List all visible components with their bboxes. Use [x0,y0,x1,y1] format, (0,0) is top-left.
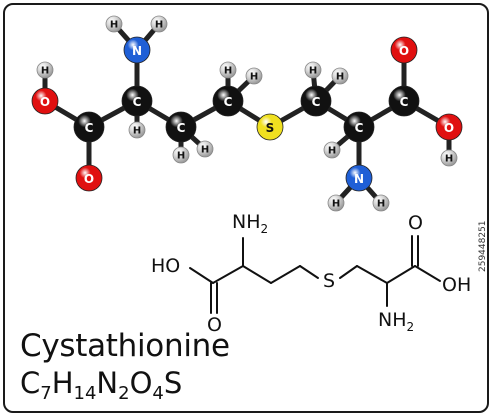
label-s-mid: S [323,270,335,292]
label-o-right: O [408,212,423,234]
atom-label: H [332,199,340,210]
atom-h-c3b: H [196,140,214,158]
molecule-name: Cystathionine [20,328,230,364]
atom-n2: N [345,164,373,192]
formula-subscript: 7 [40,383,52,404]
molecular-formula: C7H14N2O4S [20,366,182,404]
atom-label: C [400,95,409,109]
formula-element-n: N [96,366,119,400]
atom-h-n1b: H [150,15,168,33]
formula-subscript: 14 [73,383,97,404]
label-oh-right: OH [442,274,471,296]
atom-label: H [336,72,344,83]
label-nh2-bottom: NH2 [378,309,414,334]
atom-label: H [133,126,141,137]
atom-h-n2b: H [372,194,390,212]
atom-s1: S [256,113,284,141]
atom-label: O [399,44,409,58]
bond-s-c5 [339,265,358,279]
atom-label: O [84,172,94,186]
atom-c1: C [73,111,105,143]
bond-c1-c2 [212,265,244,284]
bond-c3-c4 [270,265,301,284]
atom-label: C [355,121,364,135]
atom-label: H [41,66,49,77]
atom-n1: N [123,36,151,64]
atom-o4: O [435,113,463,141]
atom-label: C [133,95,142,109]
formula-element-s: S [163,366,183,400]
atom-label: S [266,121,275,135]
atom-label: H [224,66,232,77]
atom-label: H [445,154,453,165]
atom-h-c4a: H [219,61,237,79]
stock-image-id: 259448251 [478,220,488,272]
atom-label: N [132,44,142,58]
formula-subscript: 4 [152,383,164,404]
atom-label: C [224,95,233,109]
atom-label: C [312,95,321,109]
atom-h-o1: H [36,61,54,79]
atom-h-n2a: H [327,194,345,212]
skeletal-labels: NH2 HO O S O OH NH2 [151,211,471,336]
label-ho-left: HO [151,255,180,277]
atom-h-n1a: H [105,15,123,33]
atom-c7: C [388,85,420,117]
skeletal-bonds [189,235,441,314]
atom-label: O [444,121,454,135]
atom-label: H [155,20,163,31]
label-o-left: O [207,314,222,336]
bond-c2-c3 [242,265,272,284]
diagram-frame [3,3,489,413]
bond-c7-oh [414,265,441,282]
atom-o2: O [75,164,103,192]
atom-label: H [377,199,385,210]
atom-label: H [110,20,118,31]
formula-element-h: H [51,366,74,400]
bond-c6-c7 [386,265,416,284]
atom-c6: C [343,111,375,143]
atom-label: H [250,72,258,83]
bond-c4-s [299,265,319,279]
atom-o1: O [31,87,59,115]
atom-h-c3a: H [172,146,190,164]
atom-label: H [201,145,209,156]
atom-h-c4b: H [245,67,263,85]
atom-h-c5a: H [304,61,322,79]
atom-label: H [309,66,317,77]
atom-label: H [177,151,185,162]
atom-c3: C [165,111,197,143]
ball-model-atoms: O H C O C H N H H C H H C H H S C H H C H N H H C O O H [31,15,463,212]
formula-element-c: C [20,366,41,400]
label-nh2-top: NH2 [232,211,268,236]
atom-h-o4: H [440,149,458,167]
atom-c2: C [121,85,153,117]
atom-o3: O [390,36,418,64]
atom-label: N [354,172,364,186]
atom-label: C [85,121,94,135]
atom-c5: C [300,85,332,117]
formula-subscript: 2 [118,383,130,404]
atom-h-c6: H [323,141,341,159]
atom-label: O [40,95,50,109]
formula-element-o: O [129,366,153,400]
bond-c5-c6 [356,265,388,284]
atom-c4: C [212,85,244,117]
atom-label: C [177,121,186,135]
atom-h-c5b: H [331,67,349,85]
atom-label: H [328,146,336,157]
atom-h-c2: H [128,121,146,139]
bond-ho-c1 [189,267,214,284]
